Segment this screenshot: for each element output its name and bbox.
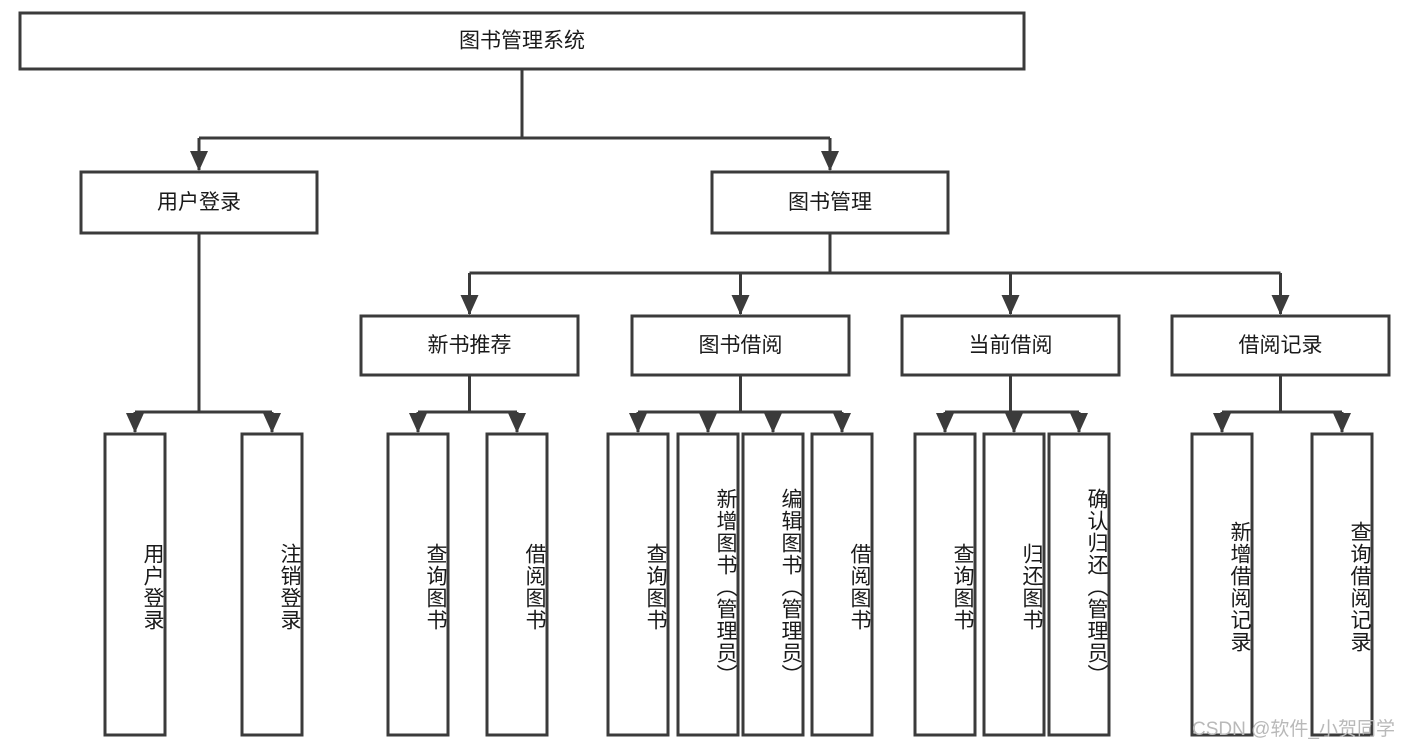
- node-box-leaf-record-add-record[interactable]: [1190, 432, 1254, 737]
- node-box-book-borrow[interactable]: [630, 314, 851, 377]
- node-box-borrow-record[interactable]: [1170, 314, 1391, 377]
- node-box-leaf-borrow-query-book[interactable]: [606, 432, 670, 737]
- node-box-leaf-current-return-book[interactable]: [982, 432, 1046, 737]
- node-box-leaf-borrow-add-book[interactable]: [676, 432, 740, 737]
- node-label-root: 图书管理系统: [459, 30, 585, 53]
- node-box-leaf-borrow-edit-book[interactable]: [741, 432, 805, 737]
- node-box-root[interactable]: [18, 11, 1026, 71]
- node-label-new-book-recommend: 新书推荐: [428, 334, 512, 357]
- node-box-leaf-recommend-query-book[interactable]: [386, 432, 450, 737]
- node-box-leaf-record-query-record[interactable]: [1310, 432, 1374, 737]
- node-box-leaf-user-login[interactable]: [103, 432, 167, 737]
- node-box-user-login[interactable]: [79, 170, 319, 235]
- node-box-leaf-borrow-borrow-book[interactable]: [810, 432, 874, 737]
- node-box-new-book-recommend[interactable]: [359, 314, 580, 377]
- watermark-text: CSDN @软件_小贺同学: [1192, 719, 1395, 740]
- node-box-book-manage[interactable]: [710, 170, 950, 235]
- node-box-leaf-current-query-book[interactable]: [913, 432, 977, 737]
- node-box-leaf-recommend-borrow-book[interactable]: [485, 432, 549, 737]
- node-label-current-borrow: 当前借阅: [969, 334, 1053, 357]
- node-label-book-borrow: 图书借阅: [699, 334, 783, 357]
- node-label-book-manage: 图书管理: [788, 191, 872, 214]
- node-box-leaf-current-confirm-return[interactable]: [1047, 432, 1111, 737]
- boxes-layer: [18, 11, 1391, 737]
- node-label-borrow-record: 借阅记录: [1239, 334, 1323, 357]
- connectors-layer: [126, 69, 1351, 433]
- node-label-user-login: 用户登录: [157, 191, 241, 214]
- node-box-current-borrow[interactable]: [900, 314, 1121, 377]
- node-box-leaf-user-logout[interactable]: [240, 432, 304, 737]
